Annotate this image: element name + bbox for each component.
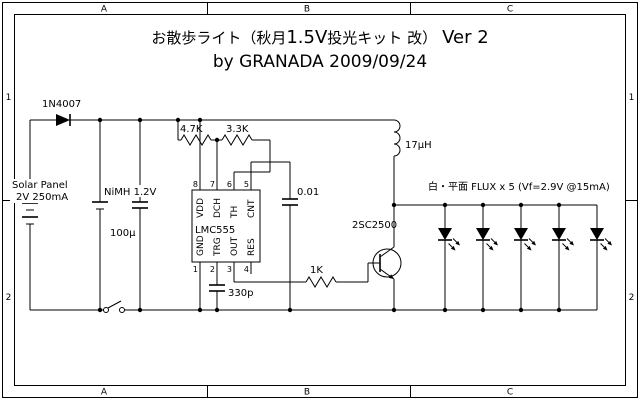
- ic-pin-name-out: OUT: [230, 236, 240, 256]
- grid-col-c-top: C: [507, 5, 513, 15]
- transistor-label: 2SC2500: [352, 220, 397, 231]
- grid-row-2-right: 2: [629, 293, 635, 303]
- ic-pin7-number: 7: [210, 180, 215, 189]
- ic-pin6-number: 6: [227, 180, 232, 189]
- junction-dots: [97, 117, 562, 313]
- capacitor-100u: 100µ: [110, 201, 148, 239]
- grid-col-a-bottom: A: [101, 388, 108, 398]
- ic-pin-name-gnd: GND: [196, 235, 206, 256]
- ic-pin3-number: 3: [227, 265, 232, 274]
- solar-panel: Solar Panel 2V 250mA: [10, 179, 76, 225]
- ic-part-label: LMC555: [195, 225, 235, 236]
- grid-col-b-bottom: B: [304, 388, 310, 398]
- led-5: [589, 204, 613, 311]
- led-3: [513, 204, 537, 311]
- capacitor-0.01: 0.01: [282, 187, 319, 206]
- ic-pin8-number: 8: [193, 180, 198, 189]
- led-4: [551, 204, 575, 311]
- led-1: [437, 204, 461, 311]
- ic-pin2-number: 2: [210, 265, 215, 274]
- resistor-3.3k: 3.3K: [221, 124, 253, 146]
- resistor-1k: 1K: [305, 265, 337, 288]
- ic-pin-name-res: RES: [247, 238, 257, 256]
- diode-label: 1N4007: [42, 99, 81, 110]
- led-note-label: 白・平面 FLUX x 5 (Vf=2.9V @15mA): [428, 180, 610, 193]
- solar-label-line2: 2V 250mA: [16, 192, 68, 203]
- transistor-2sc2500: 2SC2500: [352, 220, 402, 280]
- title-seg2: 1.5V: [286, 27, 328, 48]
- diode-1n4007: 1N4007: [42, 99, 81, 126]
- capacitor-0.01-label: 0.01: [297, 187, 319, 198]
- grid-col-b-top: B: [304, 5, 310, 15]
- ic-lmc555: 8 7 6 5 1 2 3 4 VDD DCH TH CNT GND TRG O…: [191, 178, 261, 274]
- title-seg1: お散歩ライト（秋月: [151, 29, 286, 47]
- ic-pin1-number: 1: [193, 265, 198, 274]
- title-seg3: 投光キット 改）: [327, 29, 437, 47]
- grid-row-1-right: 1: [629, 93, 635, 103]
- ic-pin-name-dch: DCH: [213, 198, 223, 218]
- inductor-label: 17µH: [405, 140, 432, 151]
- ic-pin4-number: 4: [244, 265, 249, 274]
- power-switch: [103, 300, 125, 313]
- schematic-title: お散歩ライト（秋月1.5V投光キット 改） Ver 2: [151, 27, 488, 48]
- grid-row-1-left: 1: [6, 93, 12, 103]
- nimh-label: NiMH 1.2V: [104, 187, 156, 198]
- capacitor-330p-label: 330p: [228, 288, 253, 299]
- led-2: [475, 204, 499, 311]
- capacitor-330p: 330p: [209, 284, 253, 299]
- title-seg4: Ver 2: [442, 27, 489, 48]
- resistor-4.7k: 4.7K: [180, 124, 212, 146]
- grid-row-2-left: 2: [6, 293, 12, 303]
- resistor-3.3k-label: 3.3K: [226, 124, 249, 135]
- led-array: 白・平面 FLUX x 5 (Vf=2.9V @15mA): [428, 180, 613, 311]
- grid-col-a-top: A: [101, 5, 108, 15]
- resistor-1k-label: 1K: [310, 265, 323, 276]
- ic-pin-name-vdd: VDD: [196, 198, 206, 218]
- ic-pin5-number: 5: [244, 180, 249, 189]
- ic-pin-name-trg: TRG: [213, 237, 223, 257]
- title-block: お散歩ライト（秋月1.5V投光キット 改） Ver 2 by GRANADA 20…: [151, 27, 488, 72]
- solar-label-line1: Solar Panel: [12, 180, 68, 191]
- resistor-4.7k-label: 4.7K: [180, 124, 203, 135]
- nimh-battery: NiMH 1.2V: [92, 185, 156, 210]
- ic-pin-name-th: TH: [230, 206, 240, 219]
- wires: [29, 119, 597, 311]
- grid-col-c-bottom: C: [507, 388, 513, 398]
- inductor-17uh: 17µH: [393, 119, 432, 157]
- ic-pin-name-cnt: CNT: [247, 199, 257, 218]
- schematic-subtitle: by GRANADA 2009/09/24: [213, 52, 427, 72]
- capacitor-100u-label: 100µ: [110, 228, 136, 239]
